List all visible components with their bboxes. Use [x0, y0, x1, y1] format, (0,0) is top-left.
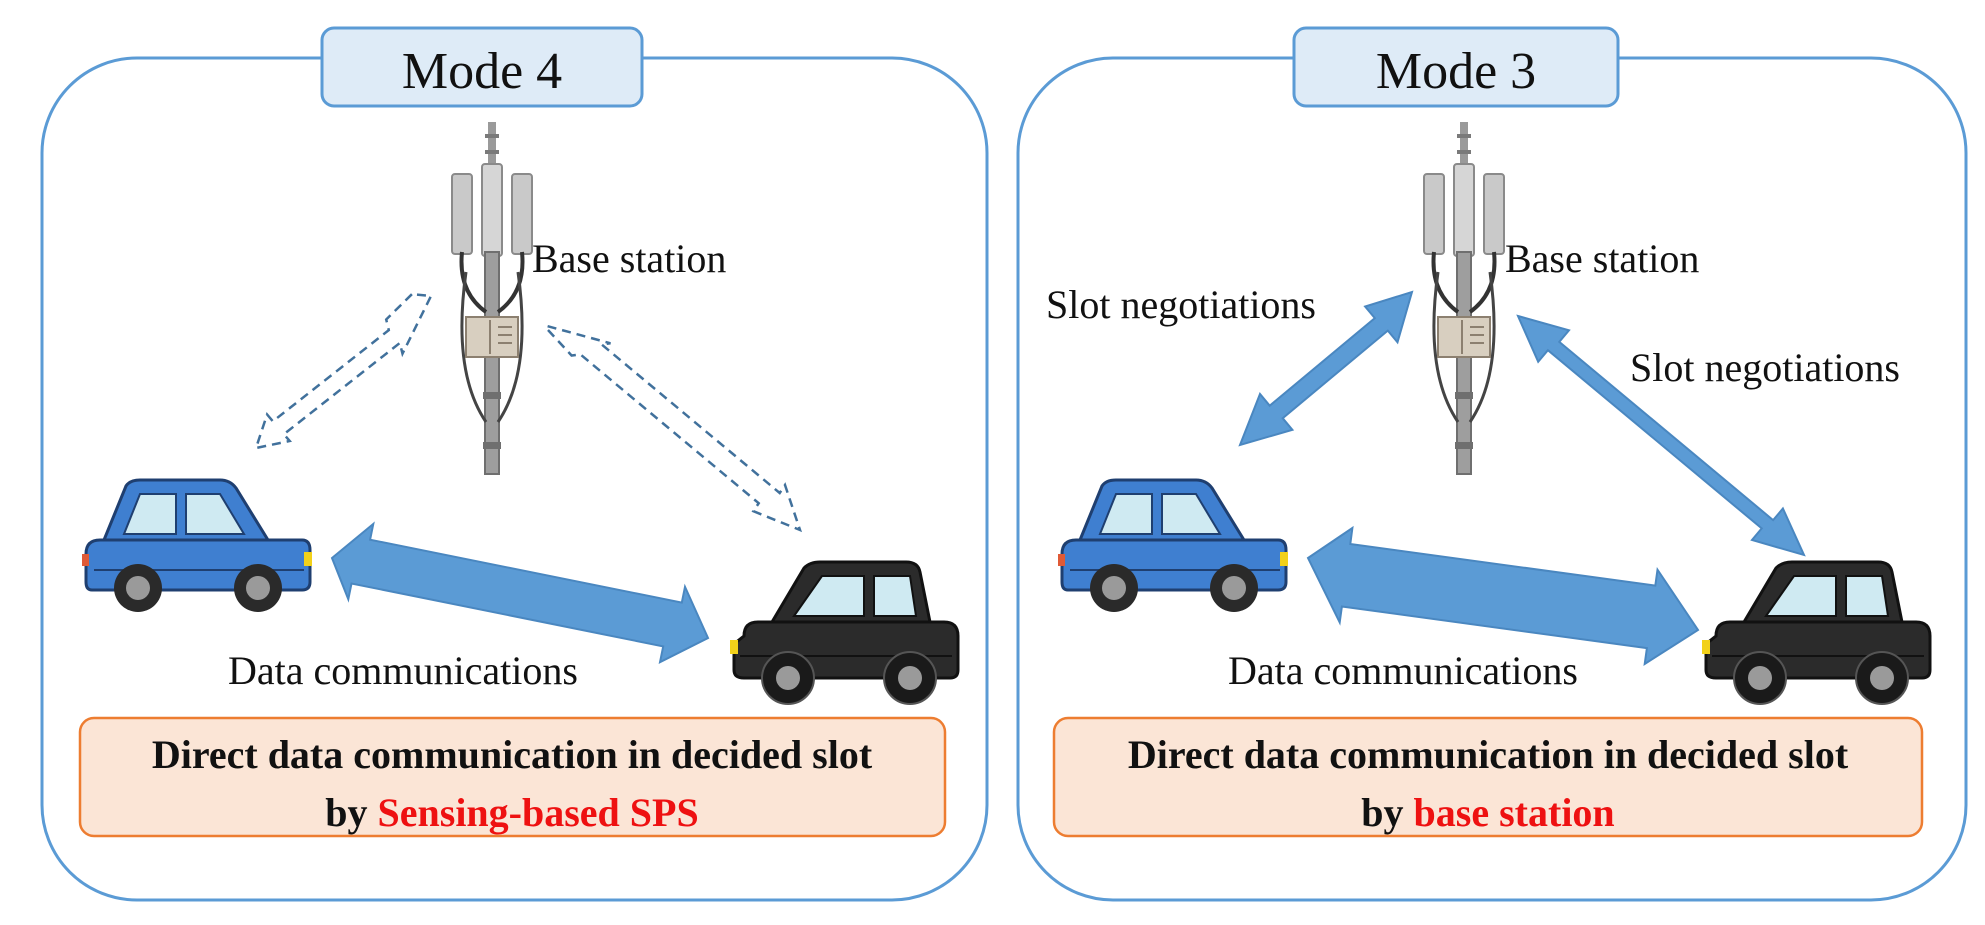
black-car-icon: [1700, 560, 1932, 706]
base-station-tower-icon: [1422, 120, 1506, 476]
mode4-dashed-arrow-left: [254, 292, 433, 450]
mode3-base-station-label: Base station: [1505, 236, 1699, 281]
mode3-slot-left-label: Slot negotiations: [1046, 282, 1316, 327]
mode3-caption-line2: by base station: [1361, 790, 1614, 835]
mode4-title: Mode 4: [402, 43, 562, 100]
mode4-panel: Mode 4 Base station Data communications …: [40, 26, 989, 902]
mode3-caption-line1: Direct data communication in decided slo…: [1128, 732, 1849, 777]
mode3-slot-arrow-right: [1516, 314, 1806, 557]
blue-car-icon: [1056, 478, 1290, 614]
black-car-icon: [728, 560, 960, 706]
mode4-caption-line2: by Sensing-based SPS: [325, 790, 698, 835]
mode3-title-box: [1292, 26, 1620, 108]
mode3-title: Mode 3: [1376, 43, 1536, 100]
base-station-tower-icon: [450, 120, 534, 476]
mode3-caption-prefix: by: [1361, 790, 1413, 835]
mode3-caption-highlight: base station: [1414, 790, 1615, 835]
mode3-slot-arrow-left: [1238, 290, 1414, 447]
blue-car-icon: [80, 478, 314, 614]
mode4-dashed-arrow-right: [545, 324, 803, 533]
mode3-data-label: Data communications: [1228, 648, 1578, 693]
mode4-data-arrow: [330, 521, 710, 665]
mode4-caption-prefix: by: [325, 790, 377, 835]
mode3-panel: Mode 3 Base station Slot negotiations Sl…: [1016, 26, 1968, 902]
mode3-data-arrow: [1306, 525, 1700, 667]
mode4-data-label: Data communications: [228, 648, 578, 693]
mode4-title-box: [320, 26, 644, 108]
mode3-caption-box: [1052, 716, 1924, 838]
mode4-caption-highlight: Sensing-based SPS: [378, 790, 699, 835]
mode4-caption-line1: Direct data communication in decided slo…: [152, 732, 873, 777]
mode3-slot-right-label: Slot negotiations: [1630, 345, 1900, 390]
mode4-caption-box: [78, 716, 947, 838]
mode4-base-station-label: Base station: [532, 236, 726, 281]
